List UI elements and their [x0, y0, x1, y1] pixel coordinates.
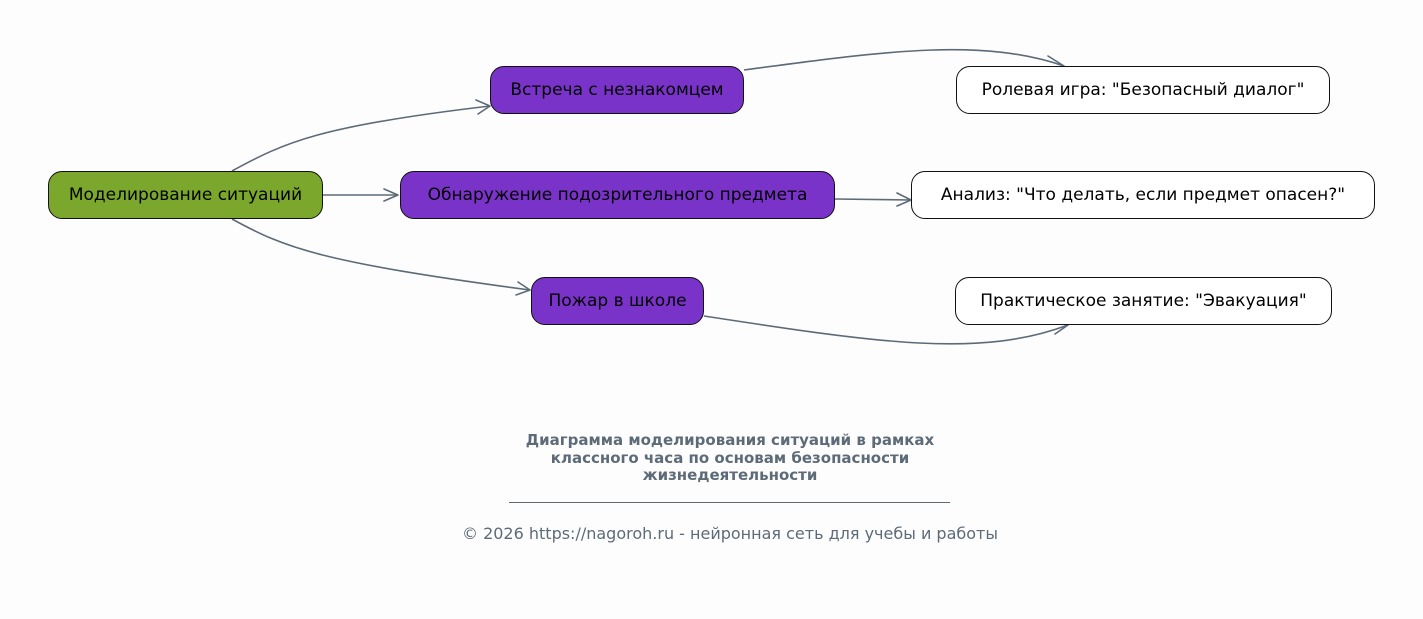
- arrowhead-s1: [475, 99, 491, 115]
- edge-root-to-s3: [231, 218, 531, 291]
- divider: [509, 502, 950, 503]
- node-evacuation-practice: Практическое занятие: "Эвакуация": [955, 277, 1332, 325]
- node-meeting-stranger: Встреча с незнакомцем: [490, 66, 744, 114]
- node-school-fire: Пожар в школе: [531, 277, 704, 325]
- node-role-play: Ролевая игра: "Безопасный диалог": [956, 66, 1330, 114]
- edge-s2-to-a2: [834, 198, 912, 201]
- edge-s3-to-a3: [703, 315, 1069, 345]
- arrowhead-s3: [515, 281, 531, 296]
- caption-line: классного часа по основам безопасности: [550, 448, 910, 467]
- diagram-caption: Диаграмма моделирования ситуаций в рамка…: [430, 431, 1030, 485]
- edge-s1-to-a1: [743, 48, 1065, 71]
- arrowhead-s2: [383, 188, 399, 202]
- node-analysis: Анализ: "Что делать, если предмет опасен…: [911, 171, 1375, 219]
- node-suspicious-object: Обнаружение подозрительного предмета: [400, 171, 835, 219]
- caption-line: жизнедеятельности: [642, 466, 818, 484]
- edge-root-to-s1: [231, 105, 491, 172]
- caption-line: Диаграмма моделирования ситуаций в рамка…: [525, 431, 935, 449]
- node-modeling-situations: Моделирование ситуаций: [48, 171, 323, 219]
- footer-copyright: © 2026 https://nagoroh.ru - нейронная се…: [461, 524, 998, 543]
